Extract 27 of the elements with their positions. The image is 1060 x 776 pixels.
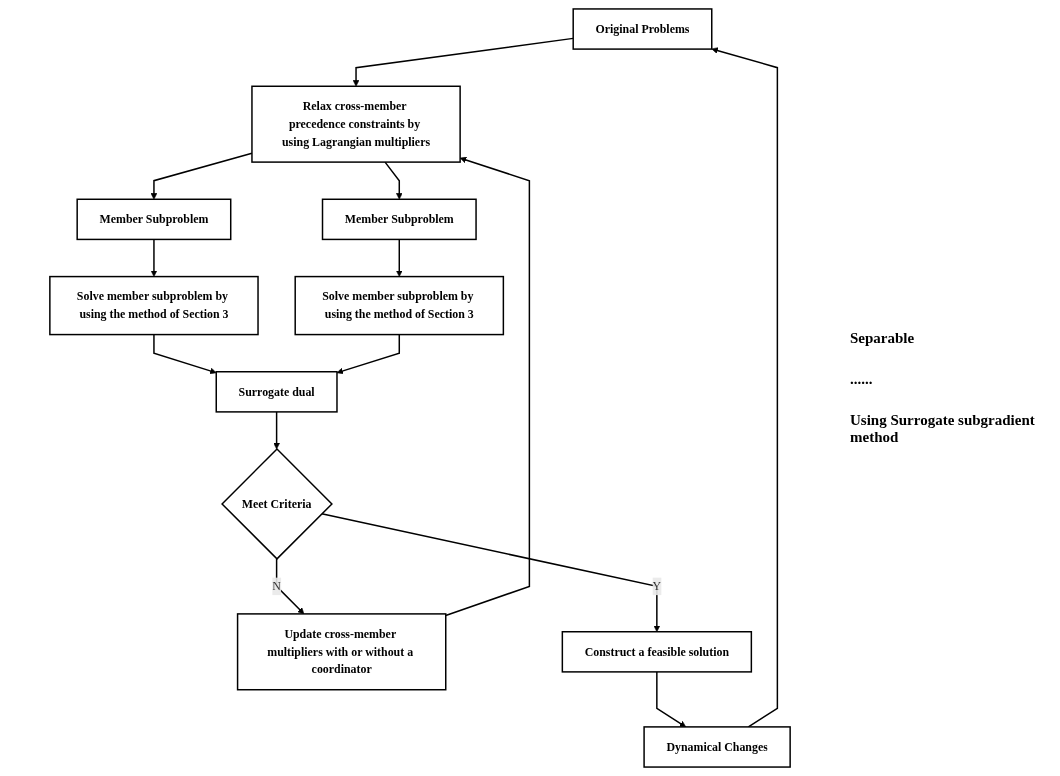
note-text: ...... (850, 371, 874, 388)
edge-label: N (272, 579, 281, 593)
node-box: Dynamical Changes (643, 726, 791, 768)
arrow (336, 333, 401, 375)
arrow (273, 411, 280, 450)
arrow (384, 161, 403, 200)
note-text: Using Surrogate subgradient method (850, 412, 1036, 446)
arrow (150, 238, 158, 277)
arrow (711, 47, 779, 728)
node-box: Solve member subproblem by using the method of Section 3 (49, 275, 259, 336)
node-box: Construct a feasible solution (561, 631, 753, 673)
node-box: Relax cross-member precedence constraints by using Lagrangian multipliers (251, 85, 461, 163)
arrow (352, 37, 574, 87)
node-box: Solve member subproblem by using the method of Section 3 (294, 275, 505, 336)
note-text: Separable (850, 330, 916, 347)
arrow (656, 671, 687, 728)
node-box: Original Problems (572, 8, 713, 50)
node-box: Surrogate dual (215, 371, 338, 413)
arrow (153, 333, 217, 375)
arrow (445, 156, 531, 617)
arrow (396, 238, 403, 277)
node-box: Update cross-member multipliers with or without a coordinator (236, 613, 447, 691)
node-diamond: Meet Criteria (221, 448, 333, 560)
node-box: Member Subproblem (321, 198, 477, 241)
node-box: Member Subproblem (76, 198, 232, 241)
arrow (321, 513, 661, 633)
edge-label: Y (652, 579, 662, 593)
